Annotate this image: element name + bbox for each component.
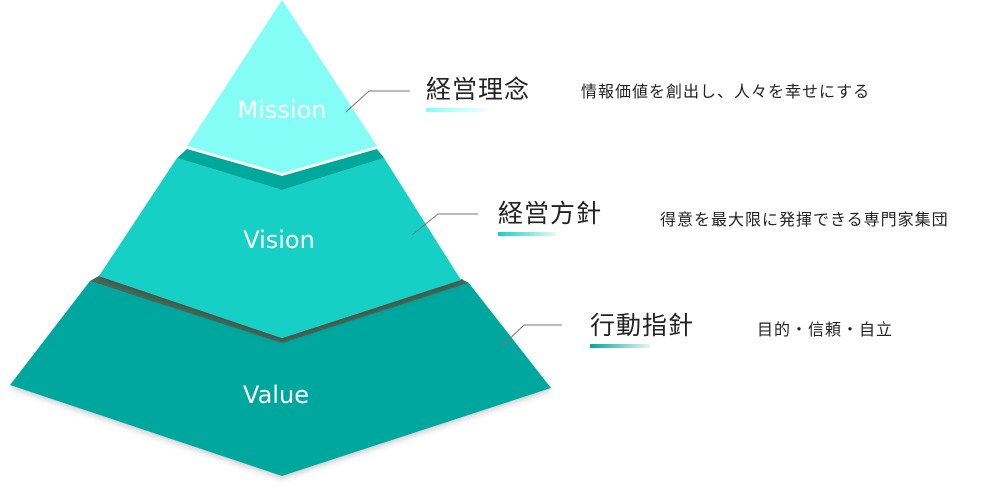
mission-description: 情報価値を創出し、人々を幸せにする bbox=[581, 82, 871, 101]
mission-tier-shape bbox=[187, 0, 377, 173]
vision-description: 得意を最大限に発揮できる専門家集団 bbox=[660, 210, 949, 229]
vision-leader-line bbox=[411, 213, 478, 236]
mission-tier-label: Mission bbox=[237, 96, 327, 124]
vision-heading-underline bbox=[498, 232, 556, 236]
value-heading: 行動指針 bbox=[590, 311, 695, 340]
value-leader-line bbox=[499, 324, 562, 349]
vision-tier-shadow-band bbox=[177, 149, 384, 190]
value-heading-underline bbox=[590, 344, 650, 348]
value-tier-label: Value bbox=[243, 381, 309, 409]
value-description: 目的・信頼・自立 bbox=[757, 320, 894, 339]
vision-tier-label: Vision bbox=[243, 226, 315, 254]
mission-heading-underline bbox=[426, 108, 488, 112]
mission-heading: 経営理念 bbox=[426, 75, 531, 104]
mission-leader-line bbox=[345, 90, 410, 113]
value-tier-shape bbox=[10, 281, 551, 476]
vision-heading: 経営方針 bbox=[498, 199, 603, 228]
vision-tier-shape bbox=[99, 158, 461, 338]
